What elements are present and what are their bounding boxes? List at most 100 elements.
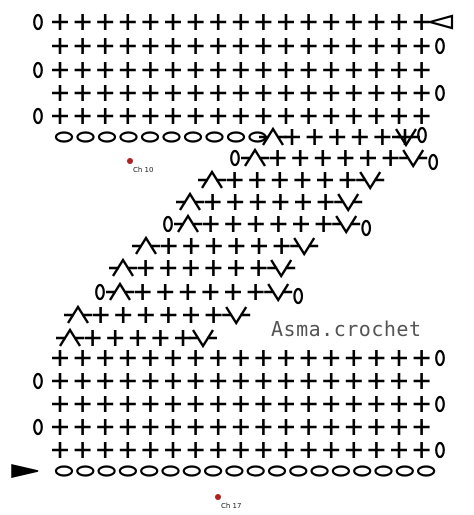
- increase-symbol: [106, 281, 134, 301]
- stitch-symbol: [119, 396, 136, 412]
- stitch-symbol: [205, 238, 222, 254]
- stitch-symbol: [52, 442, 68, 458]
- chain-symbol: [374, 465, 393, 477]
- stitch-symbol: [52, 396, 68, 412]
- stitch-symbol: [119, 14, 136, 30]
- stitch-symbol: [413, 62, 430, 78]
- increase-symbol: [241, 147, 269, 167]
- stitch-symbol: [391, 38, 407, 54]
- stitch-symbol: [300, 419, 317, 435]
- stitch-symbol: [97, 396, 114, 412]
- chain-symbol: [353, 465, 372, 477]
- chain-symbol: [76, 131, 95, 143]
- stitch-symbol: [165, 14, 181, 30]
- stitch-symbol: [413, 419, 430, 435]
- stitch-symbol: [232, 419, 249, 435]
- stitch-symbol: [368, 350, 385, 366]
- stitch-symbol: [391, 14, 407, 30]
- stitch-symbol: [187, 350, 204, 366]
- stitch-symbol: [187, 108, 204, 124]
- increase-symbol: [198, 169, 226, 189]
- chain-symbol: [76, 465, 95, 477]
- turning-chain-symbol: [33, 372, 43, 390]
- stitch-symbol: [323, 62, 340, 78]
- stitch-symbol: [202, 284, 219, 300]
- stitch-symbol: [300, 350, 317, 366]
- stitch-symbol: [142, 108, 159, 124]
- chain-symbol: [205, 131, 224, 143]
- chain-symbol: [140, 465, 159, 477]
- stitch-symbol: [413, 373, 430, 389]
- chain-symbol: [246, 465, 265, 477]
- stitch-symbol: [97, 419, 114, 435]
- chain-symbol: [225, 465, 244, 477]
- stitch-symbol: [339, 172, 356, 188]
- stitch-symbol: [374, 129, 391, 145]
- stitch-symbol: [97, 350, 114, 366]
- stitch-symbol: [351, 129, 368, 145]
- stitch-symbol: [247, 284, 264, 300]
- chain-symbol: [289, 465, 308, 477]
- turning-chain-symbol: [435, 37, 445, 55]
- stitch-symbol: [97, 85, 114, 101]
- stitch-symbol: [300, 396, 317, 412]
- stitch-symbol: [52, 14, 68, 30]
- stitch-symbol: [413, 38, 430, 54]
- stitch-symbol: [413, 85, 430, 101]
- turning-chain-symbol: [230, 149, 240, 167]
- stitch-symbol: [137, 307, 154, 323]
- turning-chain-symbol: [417, 126, 427, 144]
- stitch-symbol: [137, 260, 154, 276]
- stitch-symbol: [142, 350, 159, 366]
- stitch-symbol: [97, 14, 114, 30]
- stitch-symbol: [323, 14, 340, 30]
- stitch-symbol: [165, 62, 181, 78]
- stitch-symbol: [187, 396, 204, 412]
- stitch-symbol: [300, 14, 317, 30]
- stitch-symbol: [210, 85, 227, 101]
- stitch-symbol: [119, 419, 136, 435]
- stitch-symbol: [202, 216, 219, 232]
- stitch-symbol: [368, 419, 385, 435]
- stitch-symbol: [142, 419, 159, 435]
- stitch-symbol: [315, 216, 332, 232]
- stitch-symbol: [368, 108, 385, 124]
- stitch-symbol: [323, 85, 340, 101]
- decrease-symbol: [399, 149, 428, 169]
- stitch-symbol: [300, 38, 317, 54]
- turning-chain-symbol: [293, 287, 304, 305]
- chain-symbol: [97, 131, 117, 143]
- stitch-symbol: [119, 373, 136, 389]
- stitch-symbol: [278, 396, 294, 412]
- stitch-symbol: [210, 442, 227, 458]
- stitch-symbol: [52, 419, 68, 435]
- decrease-symbol: [332, 215, 361, 235]
- decrease-symbol: [189, 329, 217, 349]
- chain-symbol: [119, 131, 138, 143]
- stitch-symbol: [225, 284, 241, 300]
- stitch-symbol: [294, 172, 311, 188]
- stitch-symbol: [413, 350, 430, 366]
- stitch-symbol: [210, 108, 227, 124]
- stitch-symbol: [152, 330, 169, 346]
- chain-symbol: [204, 465, 223, 477]
- stitch-symbol: [97, 38, 114, 54]
- increase-symbol: [64, 304, 92, 324]
- stitch-symbol: [129, 330, 146, 346]
- turning-chain-symbol: [428, 153, 439, 171]
- stitch-symbol: [205, 260, 222, 276]
- stitch-symbol: [255, 62, 272, 78]
- stitch-symbol: [314, 150, 331, 166]
- stitch-symbol: [52, 108, 68, 124]
- stitch-symbol: [345, 373, 362, 389]
- stitch-symbol: [74, 350, 91, 366]
- stitch-symbol: [119, 85, 136, 101]
- stitch-symbol: [183, 307, 199, 323]
- turning-chain-symbol: [435, 395, 445, 413]
- stitch-symbol: [119, 38, 136, 54]
- stitch-symbol: [255, 38, 272, 54]
- stitch-symbol: [255, 350, 272, 366]
- stitch-symbol: [210, 419, 227, 435]
- stitch-symbol: [249, 194, 266, 210]
